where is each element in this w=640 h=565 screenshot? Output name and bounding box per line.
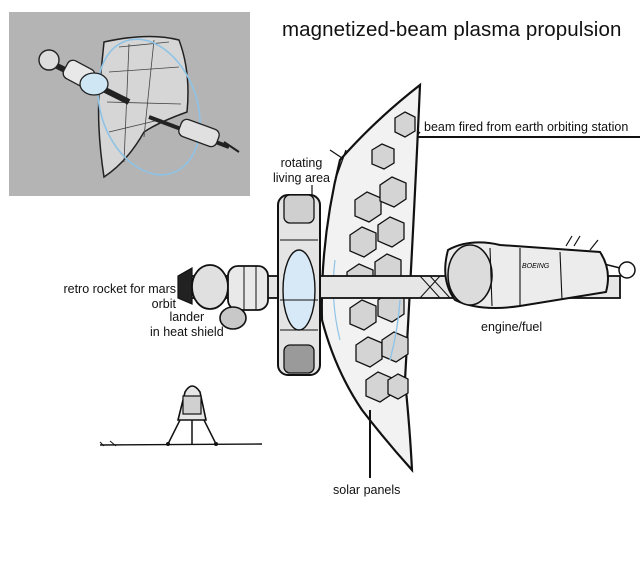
label-lander-line2: in heat shield — [150, 325, 224, 339]
label-retro-line1: retro rocket for mars — [63, 282, 176, 296]
engine-fuel-module: BOEING — [444, 235, 609, 309]
retro-rocket-module — [177, 264, 269, 311]
diagram-title: magnetized-beam plasma propulsion — [282, 18, 622, 41]
label-retro-line2: orbit — [151, 297, 176, 311]
label-lander-line1: lander — [169, 310, 205, 324]
thumbnail-spacecraft-illustration — [38, 35, 240, 179]
label-retro-rocket: retro rocket for mars orbit — [58, 282, 176, 312]
lander-heat-shield — [219, 306, 247, 330]
rotating-living-area — [277, 194, 321, 376]
label-lander: lander in heat shield — [150, 310, 224, 340]
hull-marking: BOEING — [522, 263, 550, 270]
label-rotating-line2: living area — [273, 171, 330, 185]
label-engine-fuel: engine/fuel — [481, 320, 543, 334]
label-beam: beam fired from earth orbiting station — [424, 120, 629, 134]
label-rotating-line1: rotating — [280, 156, 323, 170]
label-solar-panels: solar panels — [333, 483, 401, 497]
thumbnail-sketch — [9, 12, 250, 196]
label-rotating-living-area: rotating living area — [273, 156, 330, 186]
mars-lander-sketch — [99, 385, 263, 447]
